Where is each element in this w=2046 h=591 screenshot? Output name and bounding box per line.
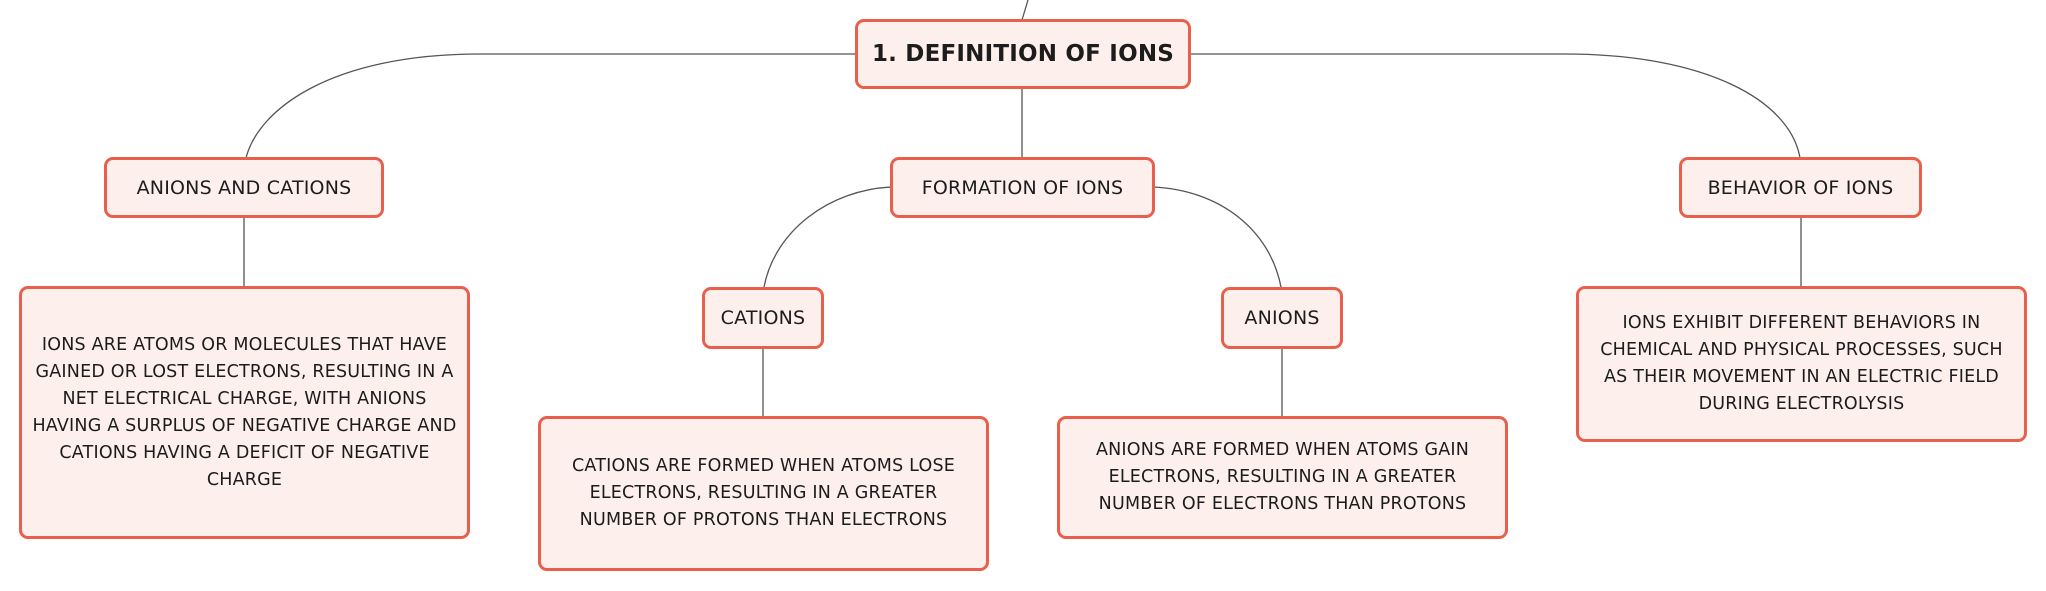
detail-cations[interactable]: CATIONS ARE FORMED WHEN ATOMS LOSE ELECT… [538, 416, 989, 571]
topic-behavior-of-ions[interactable]: BEHAVIOR OF IONS [1679, 157, 1922, 218]
root-topic-definition-of-ions[interactable]: 1. DEFINITION OF IONS [855, 19, 1191, 89]
connector-parent-to-root [1021, 0, 1029, 21]
connector-formation-to-anions [1152, 186, 1282, 288]
detail-anions-and-cations[interactable]: IONS ARE ATOMS OR MOLECULES THAT HAVE GA… [19, 286, 470, 539]
detail-anions[interactable]: ANIONS ARE FORMED WHEN ATOMS GAIN ELECTR… [1057, 416, 1508, 539]
topic-anions-and-cations[interactable]: ANIONS AND CATIONS [104, 157, 384, 218]
subtopic-anions[interactable]: ANIONS [1221, 287, 1343, 349]
connector-formation-to-cations [763, 186, 892, 288]
detail-behavior-of-ions[interactable]: IONS EXHIBIT DIFFERENT BEHAVIORS IN CHEM… [1576, 286, 2027, 442]
connector-root-to-anions-cations [245, 53, 857, 159]
subtopic-cations[interactable]: CATIONS [702, 287, 824, 349]
topic-formation-of-ions[interactable]: FORMATION OF IONS [890, 157, 1155, 218]
connector-root-to-behavior [1190, 53, 1801, 159]
